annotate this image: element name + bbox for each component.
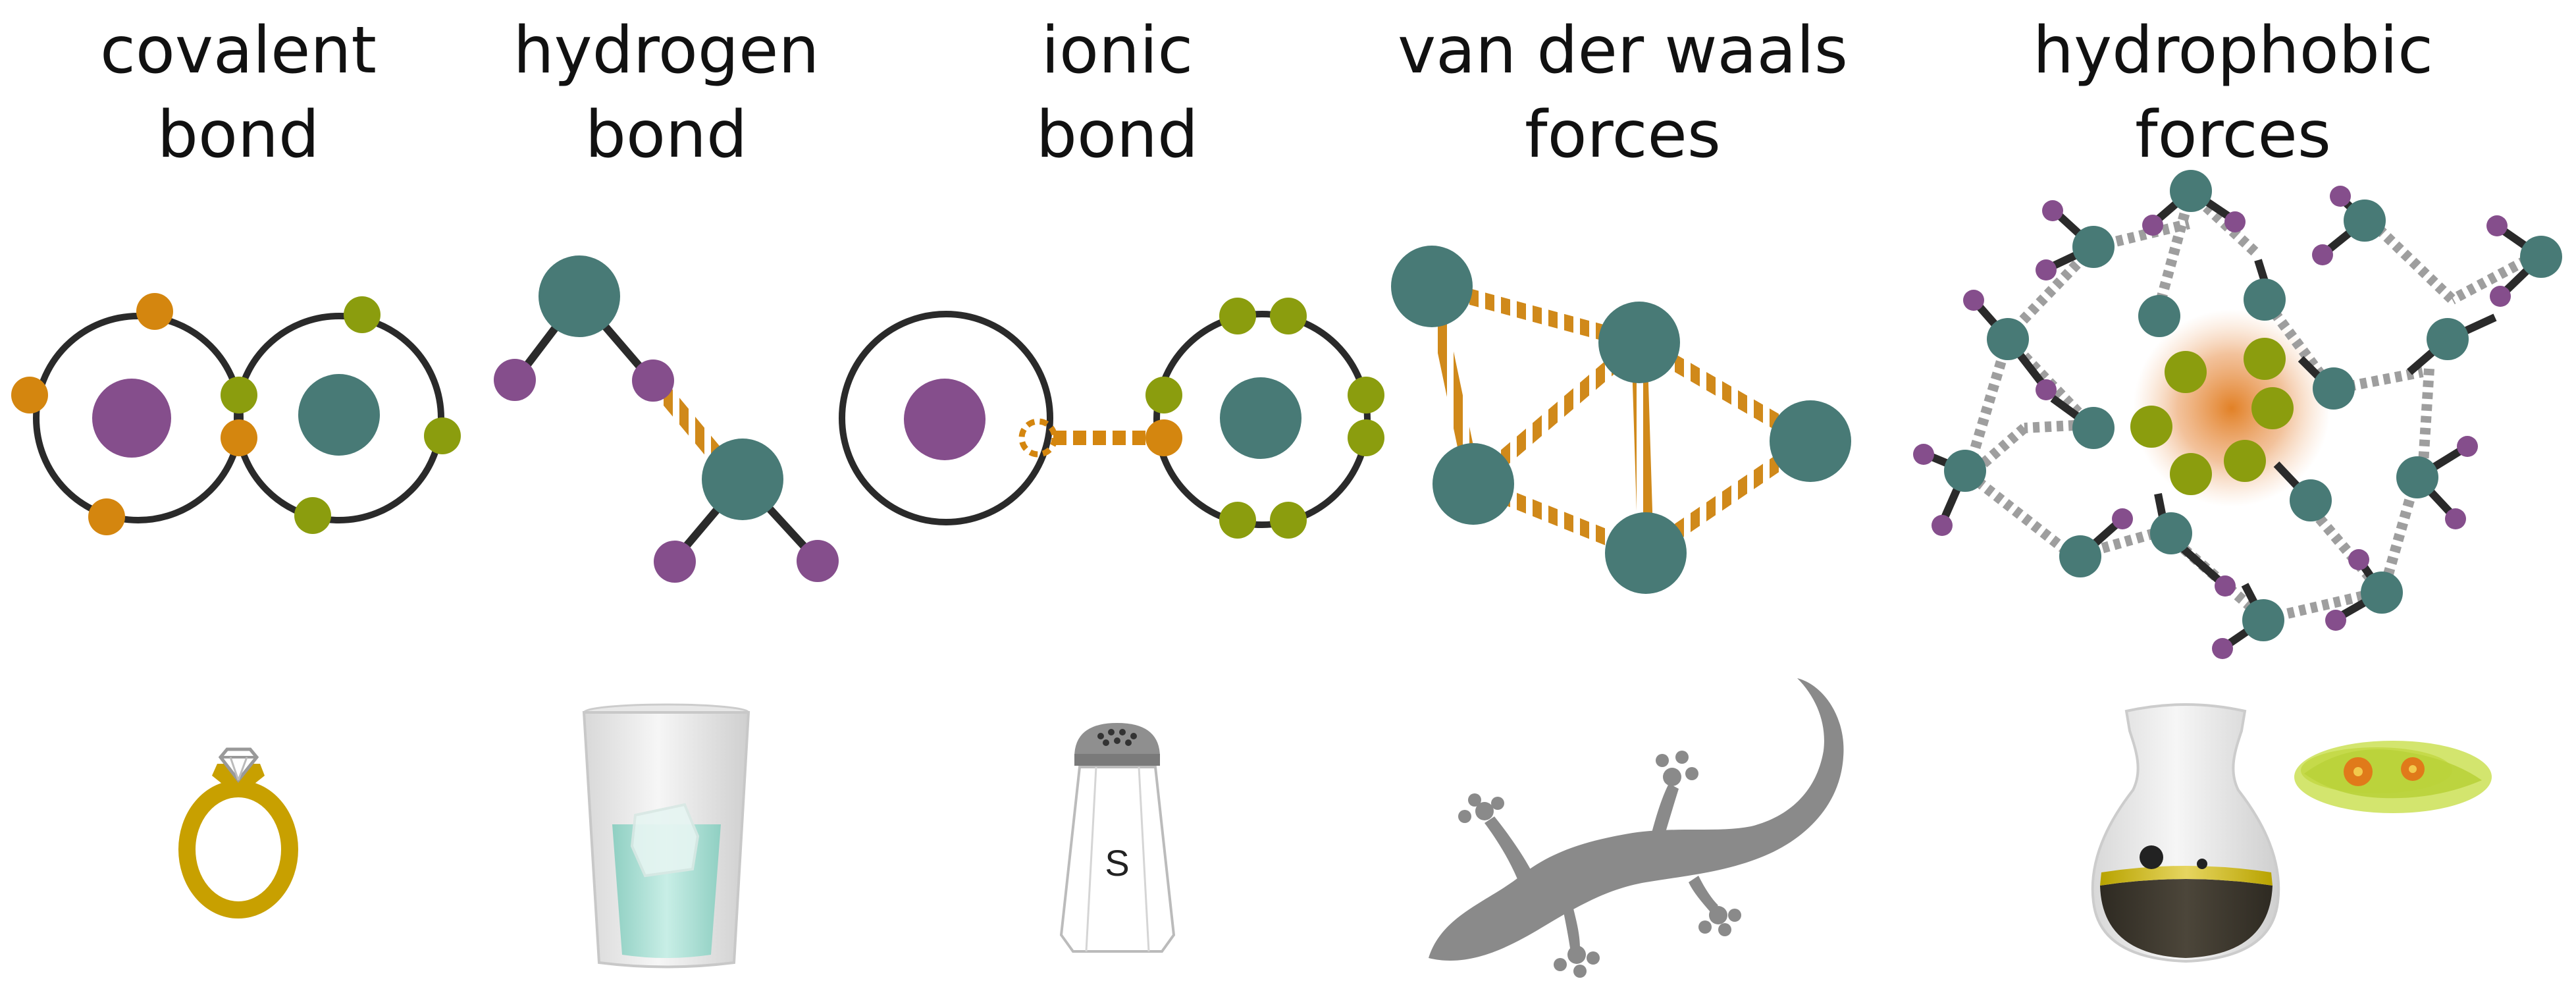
orange-electron xyxy=(88,498,125,535)
salt-shaker-icon: S xyxy=(1059,723,1176,953)
olive-electron xyxy=(1270,298,1307,334)
hydrophobic-title-line2: forces xyxy=(2135,97,2331,173)
nonpolar-atom xyxy=(2251,387,2294,429)
water-oxygen xyxy=(2059,535,2101,577)
orange-electron xyxy=(1145,419,1182,456)
molecule xyxy=(1433,443,1514,525)
hydrogen-title-line2: bond xyxy=(585,97,747,173)
water-oxygen xyxy=(2313,367,2355,410)
covalent-title-line1: covalent xyxy=(100,13,377,88)
oil-and-vinegar-icon xyxy=(2091,703,2492,963)
water-oxygen xyxy=(2427,318,2469,360)
water-hydrogen xyxy=(2142,215,2163,236)
olive-electron xyxy=(1348,377,1384,413)
hydrogen-atom xyxy=(632,359,674,402)
glass-of-water-icon xyxy=(582,703,750,969)
olive-electron xyxy=(424,417,461,454)
water-hydrogen xyxy=(2212,638,2233,659)
hydrogen-atom xyxy=(654,541,696,583)
water-hydrogen xyxy=(2457,436,2478,457)
nonpolar-atom xyxy=(2130,406,2172,448)
teal-nucleus xyxy=(1220,377,1301,459)
oxygen-atom xyxy=(702,439,783,520)
purple-nucleus xyxy=(92,379,171,458)
water-hydrogen xyxy=(2215,575,2236,597)
olive-electron xyxy=(1219,502,1256,539)
right-orbit xyxy=(1153,311,1371,528)
water-hydrogen xyxy=(1913,444,1934,465)
hydrogen-title-line1: hydrogen xyxy=(513,13,819,88)
water-hydrogen xyxy=(1932,515,1953,536)
vdw-title-line2: forces xyxy=(1525,97,1721,173)
purple-nucleus xyxy=(904,379,986,460)
water-oxygen xyxy=(2344,200,2386,242)
water-oxygen xyxy=(2396,456,2438,498)
olive-electron xyxy=(1219,298,1256,334)
teal-nucleus xyxy=(298,374,380,456)
covalent-bond-diagram xyxy=(11,293,461,535)
molecule xyxy=(1770,400,1851,482)
olive-electron xyxy=(294,497,331,534)
ionic-bond-diagram xyxy=(839,298,1384,539)
left-orbit xyxy=(839,311,1053,525)
hydrogen-bond-diagram xyxy=(494,255,839,583)
orange-electron xyxy=(136,293,173,330)
water-oxygen xyxy=(2361,572,2403,614)
nonpolar-atom xyxy=(2170,453,2212,495)
water-hydrogen xyxy=(2330,186,2351,207)
molecule xyxy=(1598,302,1680,383)
water-hydrogen xyxy=(2445,508,2466,529)
olive-electron xyxy=(1348,419,1384,456)
water-hydrogen xyxy=(2036,379,2057,400)
gecko-icon xyxy=(1429,678,1844,978)
olive-electron xyxy=(344,296,381,333)
water-hydrogen xyxy=(1963,290,1984,311)
water-oxygen xyxy=(2072,407,2115,449)
water-hydrogen xyxy=(2325,610,2346,631)
water-oxygen xyxy=(2242,599,2284,641)
ionic-title-line2: bond xyxy=(1036,97,1198,173)
olive-electron xyxy=(1145,377,1182,413)
vdw-forces-diagram xyxy=(1391,246,1851,594)
molecule xyxy=(1391,246,1473,327)
water-hydrogen xyxy=(2112,508,2133,529)
covalent-title-line2: bond xyxy=(157,97,319,173)
molecule xyxy=(1605,512,1687,594)
vdw-title-line1: van der waals xyxy=(1398,13,1848,88)
diamond-ring-icon xyxy=(178,747,298,918)
hydrogen-atom xyxy=(494,359,536,401)
olive-electron xyxy=(1270,502,1307,539)
ionic-title-line1: ionic xyxy=(1041,13,1193,88)
olive-electron xyxy=(221,377,257,413)
nonpolar-atom xyxy=(2244,338,2286,380)
hydrophobic-forces-diagram xyxy=(1913,170,2562,659)
hydrophobic-title-line1: hydrophobic xyxy=(2033,13,2433,88)
water-oxygen xyxy=(2520,236,2562,278)
water-oxygen xyxy=(1944,450,1986,492)
water-oxygen xyxy=(2170,170,2212,212)
nonpolar-atom xyxy=(2224,440,2266,482)
water-hydrogen xyxy=(2312,244,2333,265)
orange-electron xyxy=(221,419,257,456)
water-oxygen xyxy=(2290,479,2332,521)
water-oxygen xyxy=(2150,512,2192,554)
oxygen-atom xyxy=(539,255,620,337)
water-hydrogen xyxy=(2224,211,2246,232)
water-oxygen xyxy=(1987,318,2029,360)
hydrophobic-glow xyxy=(2133,309,2330,507)
water-hydrogen xyxy=(2042,200,2063,221)
hydrogen-atom xyxy=(797,540,839,582)
water-hydrogen xyxy=(2490,286,2511,307)
water-oxygen xyxy=(2072,226,2115,268)
water-hydrogen xyxy=(2486,215,2508,236)
water-hydrogen xyxy=(2036,259,2057,280)
orange-electron xyxy=(11,377,48,413)
panel-titles: covalent bond hydrogen bond ionic bond v… xyxy=(100,13,2433,173)
water-hydrogen xyxy=(2348,549,2369,570)
salt-shaker-letter: S xyxy=(1105,842,1129,884)
water-oxygen xyxy=(2138,295,2180,337)
water-oxygen xyxy=(2244,279,2286,321)
nonpolar-atom xyxy=(2165,351,2207,393)
